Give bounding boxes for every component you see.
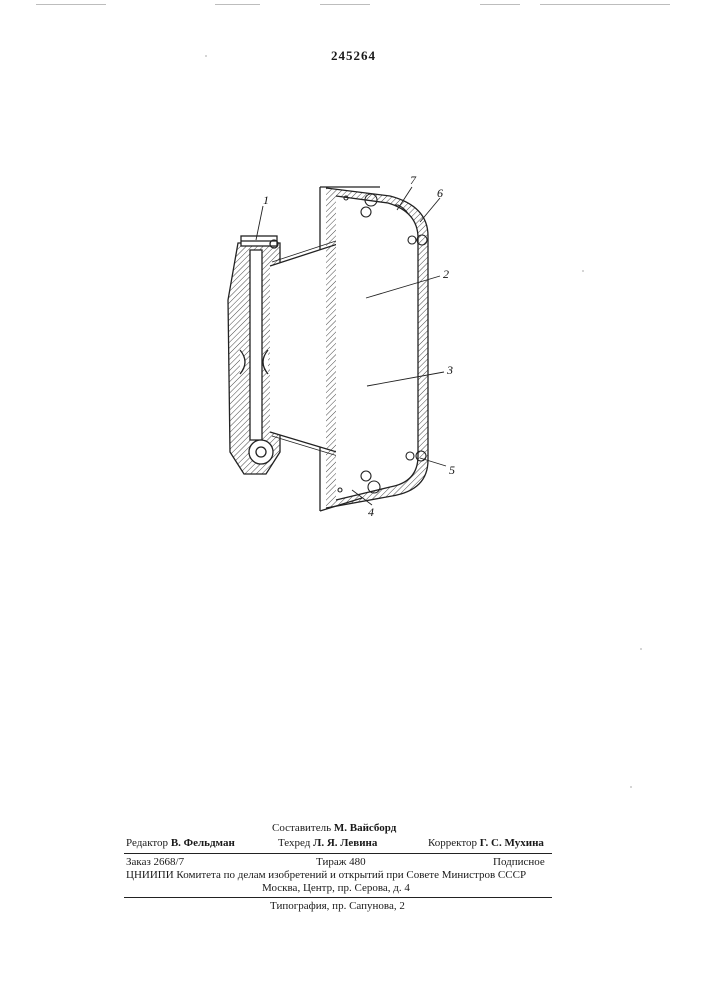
- techred-label: Техред: [278, 837, 310, 849]
- editor-label: Редактор: [126, 837, 168, 849]
- callout-7: 7: [410, 173, 417, 187]
- techred-line: Техред Л. Я. Левина: [278, 837, 377, 849]
- scan-speck: [582, 270, 584, 272]
- callout-2: 2: [443, 267, 449, 281]
- corrector-label: Корректор: [428, 837, 477, 849]
- callout-6: 6: [437, 186, 443, 200]
- scan-speck: [205, 55, 207, 57]
- callout-3: 3: [446, 363, 453, 377]
- compiler-label: Составитель: [272, 822, 331, 834]
- editor-name: В. Фельдман: [171, 837, 235, 849]
- callout-5: 5: [449, 463, 455, 477]
- callout-1: 1: [263, 193, 269, 207]
- order-text: Заказ 2668/7: [126, 856, 184, 868]
- circulation-text: Тираж 480: [316, 856, 366, 868]
- org-text: ЦНИИПИ Комитета по делам изобретений и о…: [126, 869, 526, 881]
- subscription-text: Подписное: [493, 856, 545, 868]
- editor-line: Редактор В. Фельдман: [126, 837, 235, 849]
- techred-name: Л. Я. Левина: [313, 837, 377, 849]
- divider: [124, 853, 552, 854]
- address-text: Москва, Центр, пр. Серова, д. 4: [262, 882, 410, 894]
- corrector-name: Г. С. Мухина: [480, 837, 544, 849]
- scan-speck: [640, 648, 642, 650]
- compiler-name: М. Вайсборд: [334, 822, 396, 834]
- compiler-line: Составитель М. Вайсборд: [272, 822, 396, 834]
- scan-speck: [630, 786, 632, 788]
- callout-4: 4: [368, 505, 374, 519]
- divider: [124, 897, 552, 898]
- corrector-line: Корректор Г. С. Мухина: [428, 837, 544, 849]
- printer-text: Типография, пр. Сапунова, 2: [270, 900, 405, 912]
